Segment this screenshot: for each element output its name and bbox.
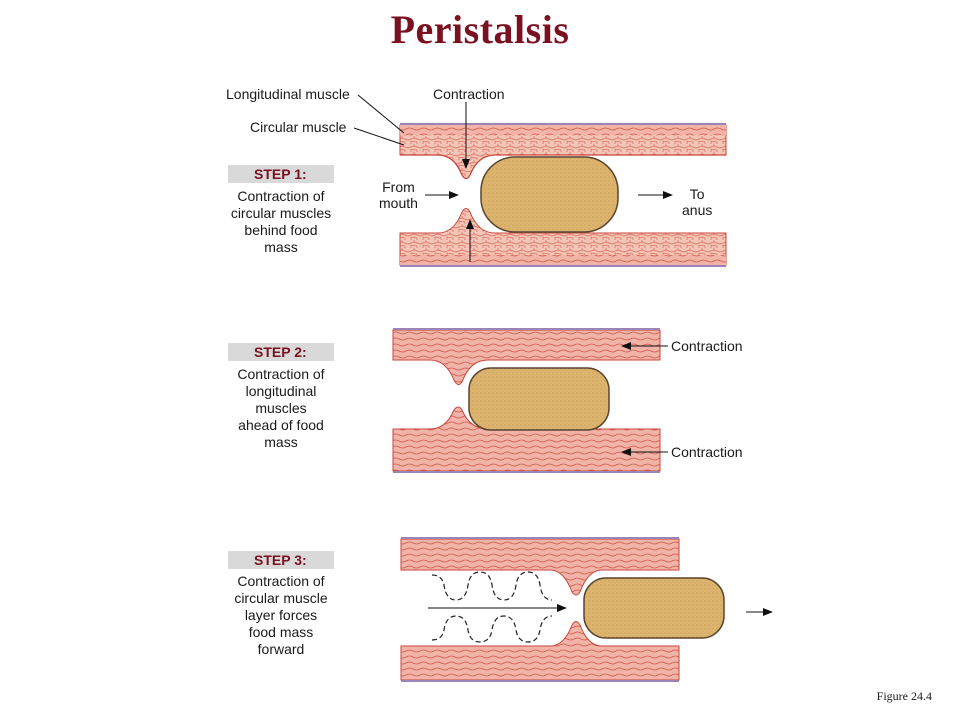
- contraction-label-step2-bottom: Contraction: [671, 444, 743, 460]
- step-3-heading: STEP 3:: [228, 551, 334, 569]
- step-2-diagram: [392, 328, 668, 473]
- to-anus-label: To anus: [682, 186, 713, 218]
- contraction-label-step2-top: Contraction: [671, 338, 743, 354]
- step-2-description: Contraction of longitudinal muscles ahea…: [237, 366, 325, 450]
- step-1-description: Contraction of circular muscles behind f…: [230, 188, 332, 255]
- step-3-diagram: [400, 537, 773, 682]
- figure-caption: Figure 24.4: [876, 689, 932, 703]
- step-3-description: Contraction of circular muscle layer for…: [234, 573, 328, 657]
- circular-muscle-label: Circular muscle: [250, 119, 347, 135]
- step-1-heading: STEP 1:: [228, 165, 334, 183]
- step-2-heading: STEP 2:: [228, 343, 334, 361]
- contraction-label-step1: Contraction: [433, 86, 505, 102]
- longitudinal-muscle-label: Longitudinal muscle: [226, 86, 350, 102]
- page-title: Peristalsis: [390, 7, 570, 52]
- step-1-diagram: [353, 94, 727, 267]
- from-mouth-label: From mouth: [379, 179, 418, 211]
